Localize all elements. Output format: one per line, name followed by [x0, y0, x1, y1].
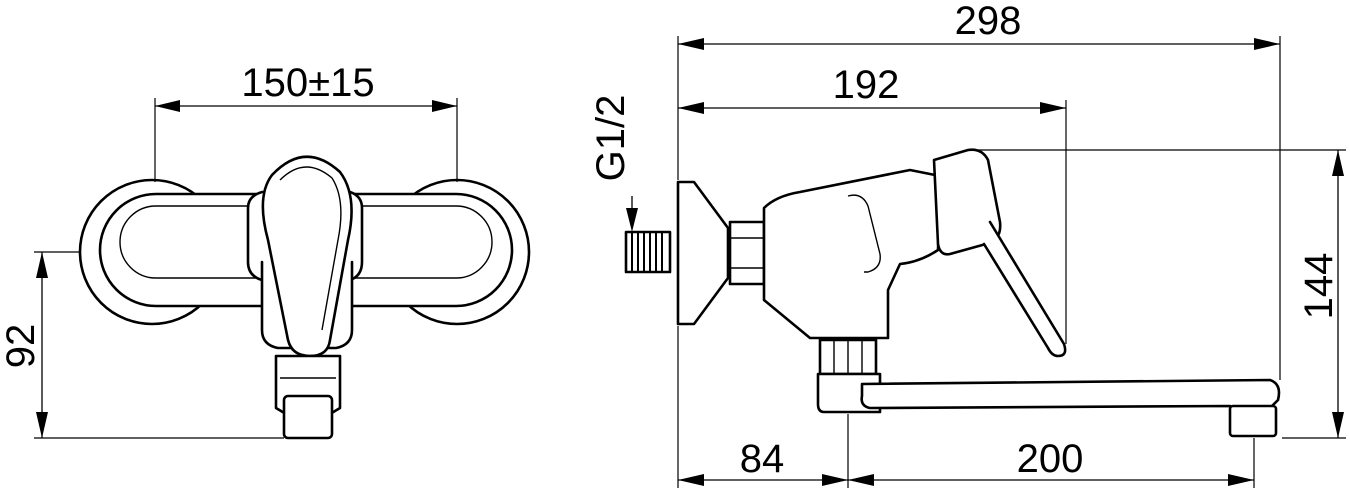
lever-handle — [261, 155, 353, 358]
dim-overall-height: 144 — [1297, 253, 1341, 320]
dim-front-width: 150±15 — [241, 61, 374, 105]
lever-handle-inner — [279, 166, 342, 331]
dim-overall-length: 298 — [955, 0, 1022, 43]
dim-lever-reach: 192 — [833, 63, 900, 107]
front-outlet-tip — [282, 394, 334, 440]
side-body-window — [847, 194, 881, 273]
side-body — [762, 168, 942, 340]
side-aerator — [1228, 404, 1278, 438]
side-rosette — [676, 180, 730, 326]
dim-spout-length: 200 — [1017, 437, 1084, 481]
side-dimensions: 298 192 144 84 200 G1/2 — [589, 0, 1346, 488]
dim-front-height: 92 — [0, 324, 43, 369]
front-view — [78, 155, 531, 440]
thread-hatching — [631, 232, 663, 272]
front-dimensions: 150±15 92 — [0, 61, 458, 439]
side-lever-arm — [982, 220, 1067, 358]
hex-nut — [728, 220, 766, 286]
side-spout-arm — [860, 378, 1281, 412]
dim-thread-size: G1/2 — [589, 95, 633, 182]
dim-wall-to-spout: 84 — [740, 437, 785, 481]
side-view — [624, 148, 1281, 438]
